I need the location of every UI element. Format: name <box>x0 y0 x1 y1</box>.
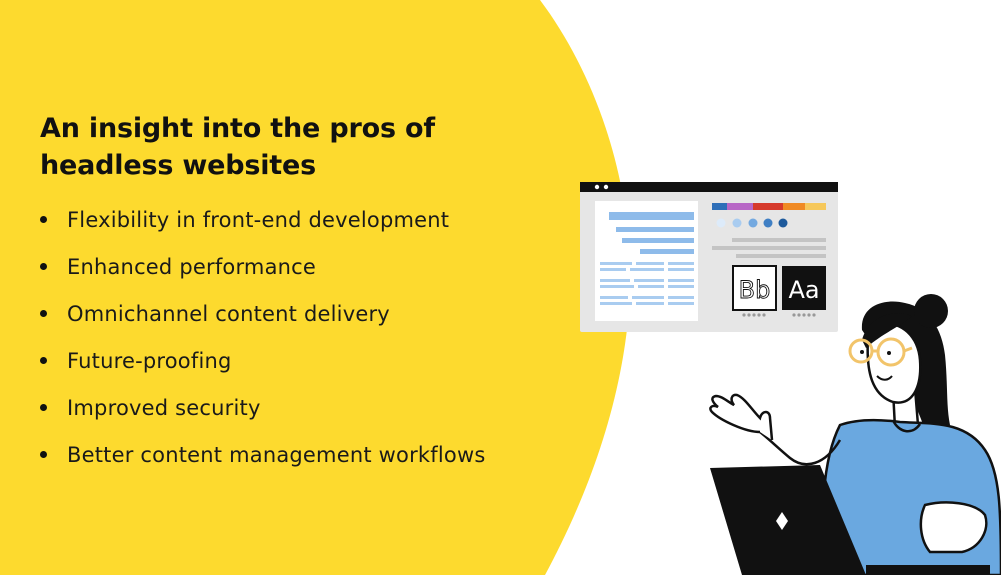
woman-with-laptop-icon <box>709 294 1001 575</box>
title-line-2: headless websites <box>40 150 316 181</box>
bullet-icon <box>40 216 47 223</box>
list-item-label: Enhanced performance <box>67 255 317 279</box>
bullet-icon <box>40 357 47 364</box>
list-item-label: Better content management workflows <box>67 443 486 467</box>
bullet-icon <box>40 404 47 411</box>
list-item: Future-proofing <box>40 349 600 396</box>
benefits-list: Flexibility in front-end development Enh… <box>40 208 600 490</box>
bullet-icon <box>40 451 47 458</box>
list-item-label: Future-proofing <box>67 349 232 373</box>
list-item: Omnichannel content delivery <box>40 302 600 349</box>
list-item: Flexibility in front-end development <box>40 208 600 255</box>
font-sample-light: Bb <box>739 276 771 304</box>
browser-window-icon: Bb Aa <box>580 182 838 332</box>
list-item-label: Omnichannel content delivery <box>67 302 390 326</box>
list-item-label: Flexibility in front-end development <box>67 208 450 232</box>
list-item: Improved security <box>40 396 600 443</box>
text-content: An insight into the pros of headless web… <box>40 110 600 490</box>
bullet-icon <box>40 310 47 317</box>
list-item-label: Improved security <box>67 396 261 420</box>
list-item: Enhanced performance <box>40 255 600 302</box>
title-line-1: An insight into the pros of <box>40 113 435 144</box>
font-sample-dark: Aa <box>788 276 819 304</box>
page-title: An insight into the pros of headless web… <box>40 110 600 184</box>
bullet-icon <box>40 263 47 270</box>
list-item: Better content management workflows <box>40 443 600 490</box>
